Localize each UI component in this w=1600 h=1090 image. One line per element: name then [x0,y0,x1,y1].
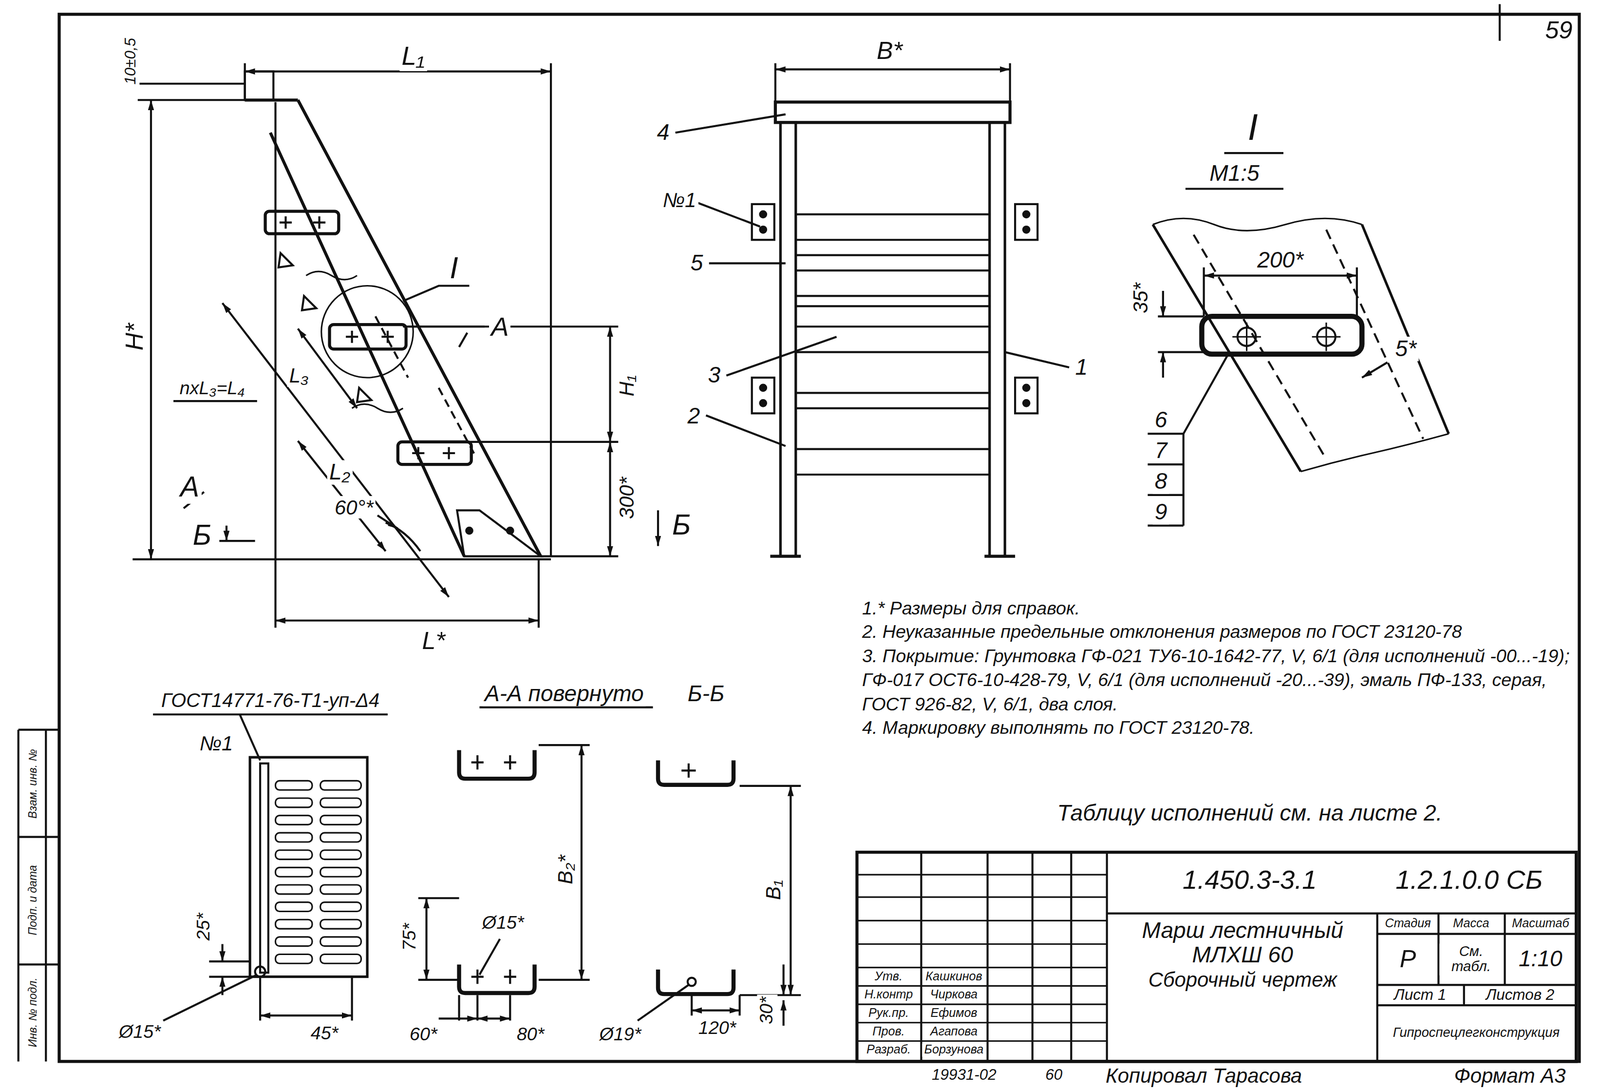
section-mark: A [489,311,511,341]
dimension-label: 5* [1392,336,1419,362]
weld-standard: ГОСТ14771-76-Т1-уп-Δ4 [159,690,382,712]
dimension-label: L₁ [399,41,427,71]
title-block-text: Агапова [928,1024,980,1039]
stamp-text: 60 [1043,1065,1065,1083]
dimension-label: 25* [193,910,214,942]
dimension-label: 200* [1255,247,1306,273]
title-block-text: Рук.пр. [866,1006,911,1020]
callout-number: 9 [1152,499,1170,525]
title-block-text: Ефимов [928,1006,979,1020]
dimension-label: 45* [308,1023,341,1044]
dimension-label: 60°* [332,495,376,519]
callout-number: 3 [705,362,723,388]
dimension-label: L* [419,627,448,655]
section-mark: Б [670,509,694,542]
dimension-label: 80* [514,1024,547,1045]
view-title: А-А повернуто [482,681,646,707]
dimension-label: Ø15* [479,913,526,934]
callout-number: 4 [654,120,672,146]
title-block-text: Р [1397,945,1419,973]
dimension-label: nxL₃=L₄ [177,378,247,399]
callout-number: 5 [688,250,706,276]
dimension-label: 120* [696,1018,739,1039]
callout-number: 8 [1152,469,1170,494]
note-text: 1.* Размеры для справок. [862,596,1577,621]
title-block-text: Стадия [1382,916,1433,931]
scale-label: M1:5 [1207,161,1262,187]
page-number: 59 [1543,17,1575,44]
title-text: Марш лестничный [1139,918,1346,943]
callout-number: 2 [685,403,702,429]
title-block-text: Масса [1450,916,1492,931]
title-block-text: Утв. [872,969,905,984]
title-block-text: Н.контр [862,987,915,1002]
title-text: Сборочный чертеж [1146,968,1339,991]
dimension-label: Ø15* [116,1022,163,1043]
view-title: Б-Б [685,681,727,707]
section-mark: Б [190,519,214,552]
dimension-label: B₂* [553,852,577,886]
margin-text: Инв. № подл. [26,975,39,1049]
dimension-label: H* [121,320,149,353]
document-code: 1.2.1.0.0 СБ [1393,865,1545,895]
dimension-label: H₁ [615,373,638,399]
callout-number: №1 [660,188,698,212]
table-reference: Таблицу исполнений см. на листе 2. [1054,800,1445,826]
dimension-label: 75* [399,920,420,953]
title-block-text: Листов 2 [1483,986,1557,1004]
title-block-text: Борзунова [922,1043,986,1057]
dimension-label: 30* [756,994,777,1026]
dimension-label: 10±0,5 [122,36,140,87]
title-block-text: Чиркова [928,987,980,1002]
dimension-label: Ø19* [597,1024,643,1045]
dimension-label: 60* [407,1024,440,1045]
detail-callout: I [447,250,461,284]
callout-number: 7 [1152,438,1170,464]
title-text: МЛХШ 60 [1189,942,1296,968]
callout-number: 1 [1072,355,1090,380]
title-block-text: Гипроспецлегконструкция [1391,1025,1563,1040]
callout-number: №1 [197,731,236,754]
dimension-label: L₂ [327,459,353,485]
dimension-label: L₃ [287,364,311,387]
stamp-text: Копировал Тарасова [1103,1064,1304,1087]
margin-text: Взам. инв. № [26,746,39,821]
notes-block: 1.* Размеры для справок.2. Неуказанные п… [862,596,1577,740]
margin-text: Подп. и дата [26,862,39,938]
title-block-text: См. табл. [1439,943,1503,975]
dimension-label: 300* [615,474,638,522]
document-code: 1.450.3-3.1 [1180,865,1319,895]
dimension-label: B₁ [762,877,785,903]
stamp-text: Формат А3 [1451,1064,1568,1087]
dimension-label: 35* [1129,280,1152,316]
callout-number: 6 [1152,408,1170,433]
note-text: 2. Неуказанные предельные отклонения раз… [862,620,1577,645]
detail-callout: I [1245,107,1260,148]
stamp-text: 19931-02 [929,1065,999,1083]
title-block-text: Лист 1 [1392,986,1449,1004]
title-block-text: 1:10 [1516,946,1565,972]
dimension-label: B* [874,37,905,65]
note-text: 3. Покрытие: Грунтовка ГФ-021 ТУ6-10-164… [862,644,1577,716]
title-block-text: Разраб. [864,1043,913,1057]
note-text: 4. Маркировку выполнять по ГОСТ 23120-78… [862,715,1577,740]
title-block-text: Кашкинов [923,969,985,984]
title-block-text: Пров. [870,1024,907,1039]
section-mark: A [178,471,202,504]
title-block-text: Масштаб [1509,916,1572,931]
